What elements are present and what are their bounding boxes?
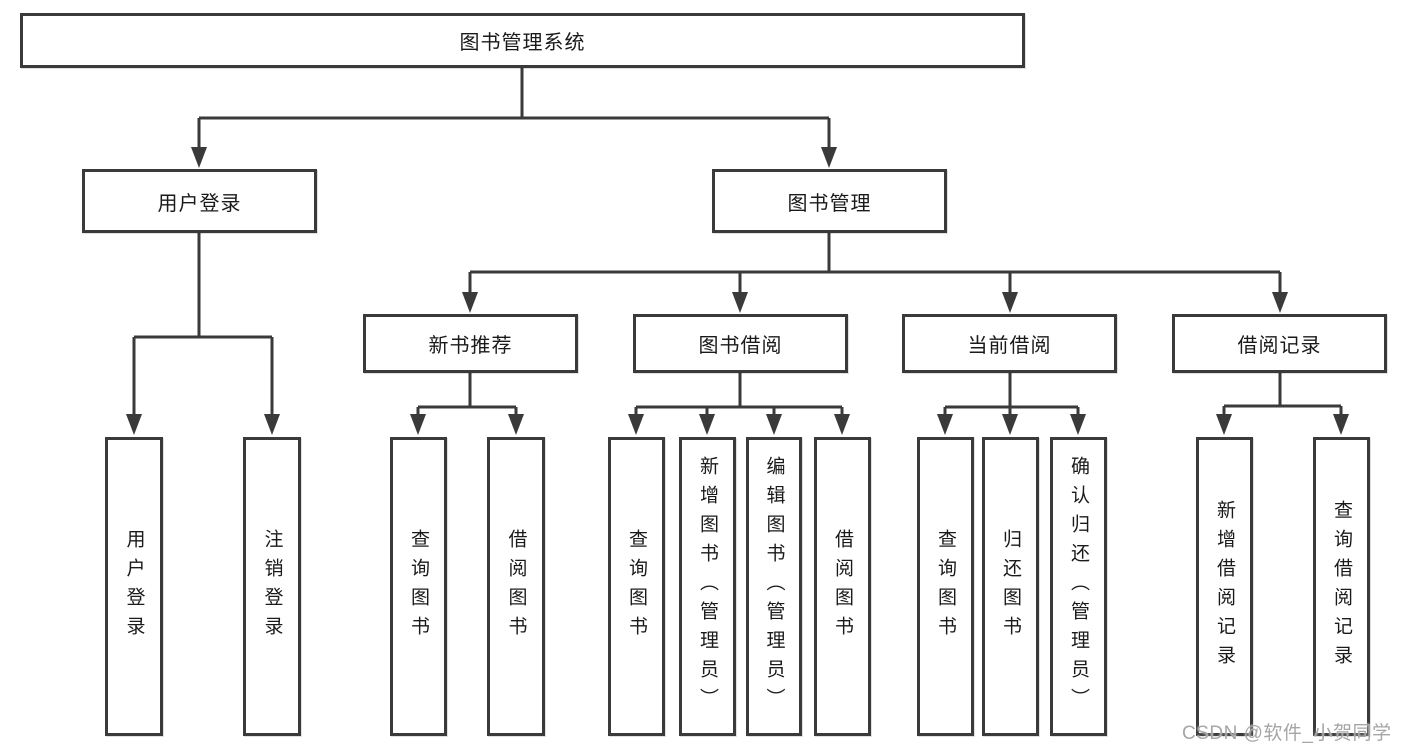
node-borrow-records: 借阅记录 bbox=[1172, 314, 1387, 373]
leaf-confirm-return-admin: 确认归还（管理员） bbox=[1050, 437, 1107, 736]
leaf-query-books-recommend: 查询图书 bbox=[390, 437, 447, 736]
node-user-login: 用户登录 bbox=[82, 169, 317, 233]
node-current-borrow: 当前借阅 bbox=[902, 314, 1117, 373]
leaf-return-book: 归还图书 bbox=[982, 437, 1039, 736]
leaf-user-login: 用户登录 bbox=[105, 437, 163, 736]
leaf-label: 新增图书（管理员） bbox=[697, 456, 718, 717]
node-book-management: 图书管理 bbox=[712, 169, 947, 233]
leaf-label: 查询图书 bbox=[935, 528, 956, 645]
node-new-book-recommend: 新书推荐 bbox=[363, 314, 578, 373]
leaf-edit-book-admin: 编辑图书（管理员） bbox=[746, 437, 802, 736]
node-book-borrow: 图书借阅 bbox=[633, 314, 848, 373]
leaf-label: 归还图书 bbox=[1000, 528, 1021, 645]
leaf-label: 用户登录 bbox=[123, 528, 145, 645]
leaf-add-borrow-record: 新增借阅记录 bbox=[1196, 437, 1253, 736]
leaf-label: 查询图书 bbox=[626, 528, 647, 645]
leaf-borrow-books: 借阅图书 bbox=[814, 437, 871, 736]
leaf-query-books-borrow: 查询图书 bbox=[608, 437, 665, 736]
leaf-label: 编辑图书（管理员） bbox=[763, 456, 785, 717]
leaf-label: 注销登录 bbox=[261, 528, 283, 645]
leaf-label: 查询借阅记录 bbox=[1331, 499, 1352, 674]
leaf-query-borrow-record: 查询借阅记录 bbox=[1313, 437, 1370, 736]
csdn-watermark: CSDN @软件_小贺同学 bbox=[1182, 723, 1392, 744]
leaf-label: 确认归还（管理员） bbox=[1068, 456, 1089, 717]
node-root-system: 图书管理系统 bbox=[20, 13, 1025, 68]
leaf-borrow-books-recommend: 借阅图书 bbox=[487, 437, 545, 736]
leaf-label: 新增借阅记录 bbox=[1214, 499, 1235, 674]
leaf-label: 查询图书 bbox=[408, 528, 429, 645]
leaf-query-books-current: 查询图书 bbox=[917, 437, 974, 736]
leaf-logout: 注销登录 bbox=[243, 437, 301, 736]
leaf-add-book-admin: 新增图书（管理员） bbox=[679, 437, 736, 736]
leaf-label: 借阅图书 bbox=[832, 528, 853, 645]
leaf-label: 借阅图书 bbox=[505, 528, 527, 645]
